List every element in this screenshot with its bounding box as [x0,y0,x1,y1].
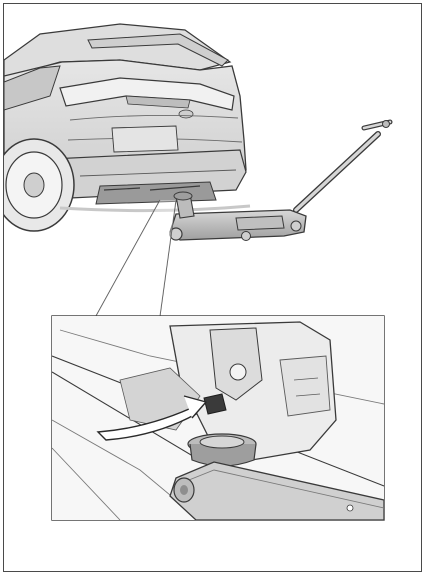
emblem-icon [179,110,193,118]
detail-inset [52,316,384,520]
car-rear [0,24,250,231]
jack-point [204,394,226,414]
